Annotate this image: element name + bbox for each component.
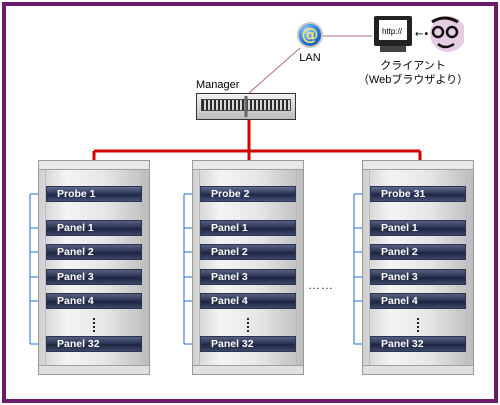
lan-globe-icon: @ [297, 22, 323, 48]
svg-text:←•: ←• [415, 29, 429, 40]
panel-unit: Panel 2 [370, 244, 466, 260]
ellipsis-vertical [93, 318, 95, 332]
probe-unit: Probe 2 [200, 186, 296, 202]
ellipsis-vertical [417, 318, 419, 332]
probe-unit: Probe 31 [370, 186, 466, 202]
panel-unit: Panel 2 [200, 244, 296, 260]
manager-label: Manager [196, 79, 240, 91]
client-label-line2: （Webブラウザより） [357, 74, 469, 86]
client-label-line1: クライアント [380, 60, 446, 72]
panel-unit: Panel 4 [46, 293, 142, 309]
panel-unit: Panel 3 [46, 269, 142, 285]
lan-symbol: @ [301, 25, 319, 45]
panel-unit: Panel 2 [46, 244, 142, 260]
ellipsis-vertical [247, 318, 249, 332]
panel-unit: Panel 1 [370, 220, 466, 236]
manager-server [196, 93, 296, 120]
panel-unit: Panel 32 [46, 336, 142, 352]
lan-label: LAN [299, 52, 321, 64]
panel-unit: Panel 3 [200, 269, 296, 285]
panel-unit: Panel 1 [46, 220, 142, 236]
panel-unit: Panel 32 [200, 336, 296, 352]
manager-lan-link [248, 47, 301, 94]
svg-text:http://: http:// [382, 27, 403, 36]
panel-unit: Panel 3 [370, 269, 466, 285]
panel-unit: Panel 4 [370, 293, 466, 309]
panel-unit: Panel 1 [200, 220, 296, 236]
more-racks-ellipsis: …… [308, 278, 334, 292]
client-computer-user-icon: http:// ←• [374, 16, 464, 52]
panel-unit: Panel 32 [370, 336, 466, 352]
probe-unit: Probe 1 [46, 186, 142, 202]
panel-unit: Panel 4 [200, 293, 296, 309]
